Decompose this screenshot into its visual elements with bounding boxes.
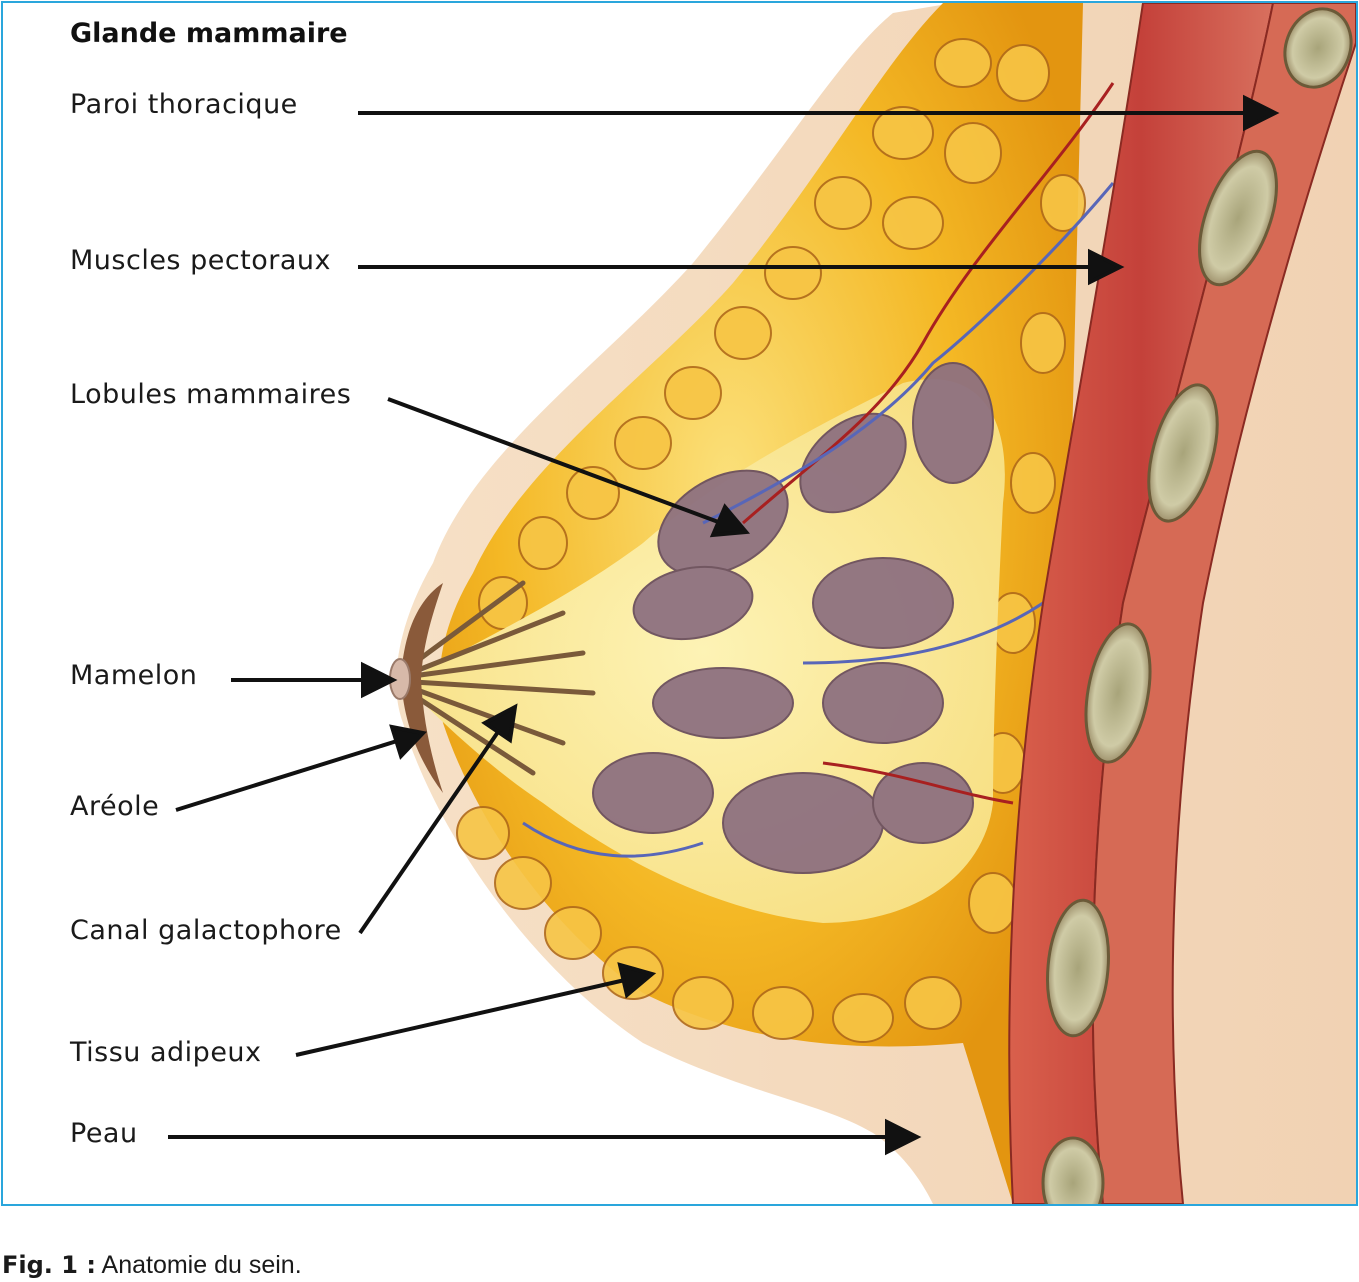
arrow-areola bbox=[175, 739, 398, 812]
arrowhead-chest-wall bbox=[1243, 94, 1280, 132]
label-chest-wall: Paroi thoracique bbox=[70, 89, 298, 120]
arrow-milk-duct bbox=[358, 727, 502, 935]
caption-prefix: Fig. 1 : bbox=[2, 1251, 96, 1279]
arrow-lobules bbox=[387, 397, 722, 525]
arrowhead-fatty-tissue bbox=[617, 962, 657, 999]
caption-text: Anatomie du sein. bbox=[101, 1251, 302, 1279]
arrow-fatty-tissue bbox=[295, 978, 626, 1057]
arrowhead-lobules bbox=[709, 503, 750, 538]
rib-sections bbox=[1041, 7, 1353, 1204]
label-pectoral-muscles: Muscles pectoraux bbox=[70, 245, 332, 276]
arrowhead-pectoral-muscles bbox=[1088, 248, 1125, 286]
label-skin: Peau bbox=[70, 1118, 138, 1149]
blood-vessels bbox=[522, 82, 1115, 858]
areola-shape bbox=[401, 583, 443, 793]
diagram-title: Glande mammaire bbox=[70, 18, 348, 49]
milk-ducts bbox=[395, 580, 596, 776]
breast-anatomy-illustration bbox=[168, 3, 1356, 1204]
label-nipple: Mamelon bbox=[70, 660, 198, 691]
pointer-arrows bbox=[168, 94, 1280, 1156]
label-milk-duct: Canal galactophore bbox=[70, 915, 342, 946]
label-fatty-tissue: Tissu adipeux bbox=[70, 1037, 262, 1068]
label-areola: Aréole bbox=[70, 791, 160, 822]
figure-frame: Glande mammaire Paroi thoracique Muscles… bbox=[1, 1, 1358, 1206]
arrowhead-milk-duct bbox=[481, 703, 518, 744]
arrowhead-skin bbox=[885, 1118, 922, 1156]
label-lobules: Lobules mammaires bbox=[70, 379, 352, 410]
arrowhead-nipple bbox=[361, 661, 398, 699]
figure-caption: Fig. 1 : Anatomie du sein. bbox=[2, 1251, 302, 1280]
fat-cells bbox=[456, 38, 1086, 1043]
arrowhead-areola bbox=[389, 724, 427, 760]
